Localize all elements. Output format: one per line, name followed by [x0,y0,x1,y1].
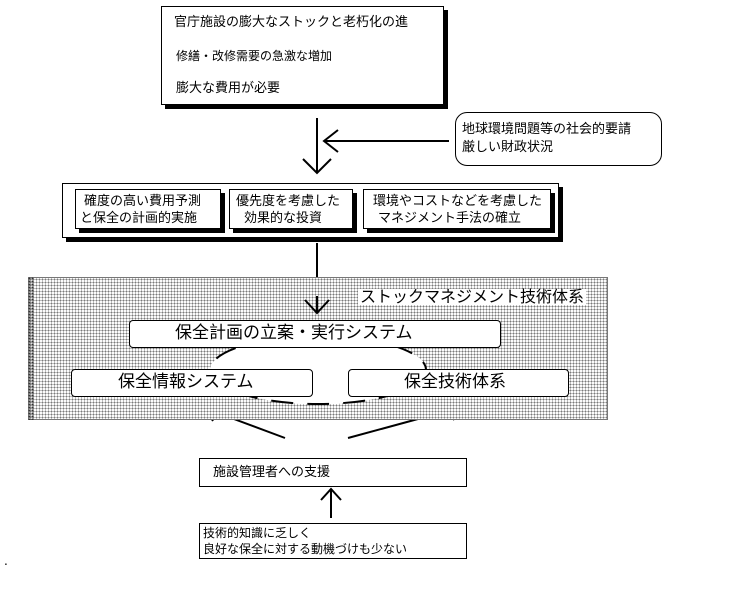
goal-3-line2: マネジメント手法の確立 [378,211,522,226]
fiscal-condition-text: 厳しい財政状況 [462,140,554,155]
maintenance-tech-system [348,369,569,397]
goal-1-line1: 確度の高い費用予測 [84,194,202,209]
stock-aging-box [161,6,444,105]
stray-mark: . [4,554,8,568]
down-arrow-to-goals [302,118,332,175]
info-system-label: 保全情報システム [118,372,254,392]
stipple-left-edge [28,277,34,420]
goal-2-line1: 優先度を考慮した [236,194,341,209]
stock-aging-text: 官庁施設の膨大なストックと老朽化の進 [174,15,409,30]
huge-cost-text: 膨大な費用が必要 [176,81,281,96]
plan-execution-label: 保全計画の立案・実行システム [175,323,413,343]
maintenance-info-system [71,369,313,397]
system-title: ストックマネジメント技術体系 [358,287,587,306]
knowledge-line2: 良好な保全に対する動機づけも少ない [203,542,408,556]
down-arrow-to-plan-head [304,296,330,315]
goal-priority-investment [229,189,353,229]
external-requirements-box [455,112,662,166]
goal-cost-forecast [75,189,221,229]
goal-management-method [363,189,551,229]
goal-3-line1: 環境やコストなどを考慮した [373,194,543,209]
knowledge-line1: 技術的知識に乏しく [203,526,312,540]
tech-system-label: 保全技術体系 [404,372,506,392]
manager-support-label: 施設管理者への支援 [213,465,331,480]
left-arrow-from-external [322,129,449,153]
repair-demand-text: 修繕・改修需要の急激な増加 [176,49,333,63]
manager-support-box [199,458,467,487]
goal-2-line2: 効果的な投資 [244,211,323,226]
goal-1-line2: と保全の計画的実施 [80,211,198,226]
manager-knowledge-box [199,523,467,559]
up-arrow-to-support [320,487,342,518]
environment-demand-text: 地球環境問題等の社会的要請 [462,122,632,137]
plan-execution-system [129,320,501,348]
